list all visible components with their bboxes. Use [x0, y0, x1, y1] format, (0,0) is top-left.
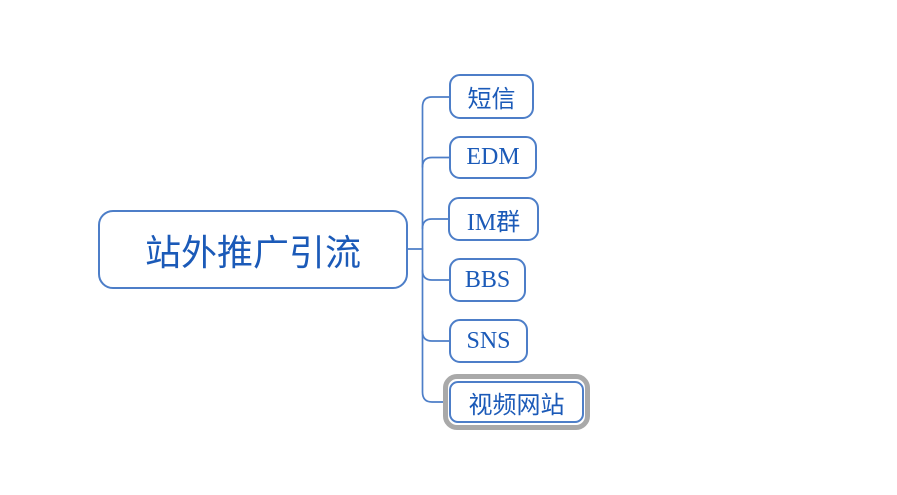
child-node-edm[interactable]: EDM — [449, 136, 537, 179]
child-node-bbs-label: BBS — [464, 266, 511, 293]
connector-branch-bbs — [421, 269, 450, 281]
child-node-sms[interactable]: 短信 — [449, 74, 534, 119]
child-node-sms-label: 短信 — [467, 87, 516, 113]
child-node-im-group[interactable]: IM群 — [448, 197, 539, 241]
connector-branch-edm — [421, 156, 450, 168]
child-node-bbs[interactable]: BBS — [449, 258, 526, 302]
root-node-label: 站外推广引流 — [144, 232, 361, 273]
child-node-video-site-label: 视频网站 — [468, 392, 565, 419]
child-node-edm-label: EDM — [466, 144, 520, 170]
connector-trunk — [421, 96, 450, 403]
child-node-im-group-label: IM群 — [466, 209, 521, 236]
selection-ring: 视频网站 — [443, 374, 590, 430]
child-node-sns-label: SNS — [466, 327, 511, 354]
child-node-sns[interactable]: SNS — [449, 319, 528, 363]
connector-branch-sns — [421, 330, 450, 342]
child-node-video-site-selected[interactable]: 视频网站 — [449, 381, 584, 423]
root-node[interactable]: 站外推广引流 — [98, 210, 408, 289]
connector-branch-im — [421, 218, 449, 230]
